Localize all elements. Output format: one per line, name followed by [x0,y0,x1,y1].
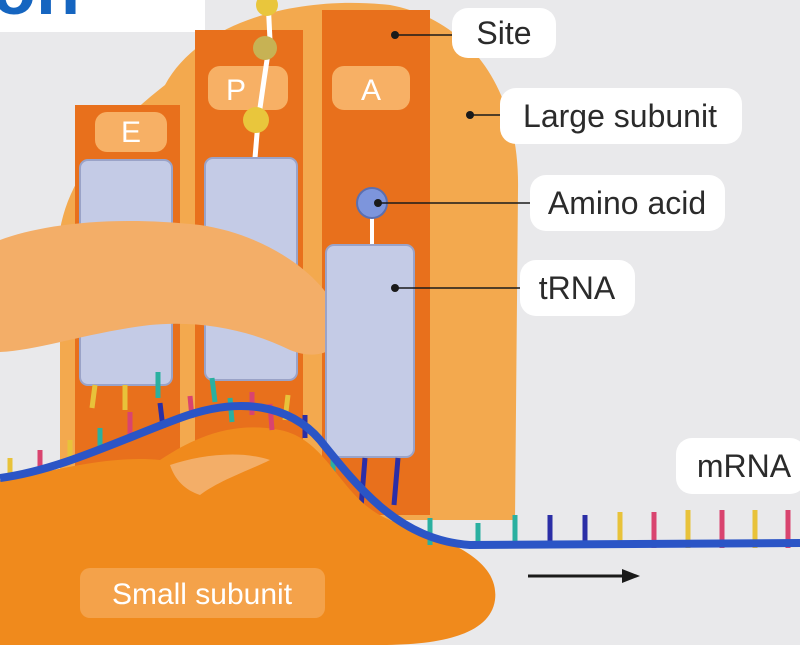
mrna-label: mRNA [697,448,792,484]
callout-trna: tRNA [391,260,635,316]
title-fragment: on [0,0,205,32]
small-subunit-label-box: Small subunit [80,568,325,618]
trna-a [325,244,415,458]
large-subunit-label: Large subunit [523,98,717,134]
subunit-arm [0,220,341,355]
title-fragment-text: on [0,0,80,30]
callout-mrna: mRNA [676,438,800,494]
site-label-p: P [226,74,246,107]
callout-large-subunit: Large subunit [466,88,742,144]
site-label-a: A [361,74,381,107]
amino-acid-label: Amino acid [548,185,706,221]
site-badge-e: E [95,112,167,152]
arrow-right-icon [528,569,640,583]
trna-label: tRNA [539,270,616,306]
site-badge-p: P [208,66,288,110]
callout-amino-acid: Amino acid [374,175,725,231]
site-label-e: E [121,116,141,149]
polypeptide-chain [243,0,278,159]
small-subunit-label: Small subunit [112,578,293,611]
site-label: Site [476,15,531,51]
mrna-strand [0,402,800,550]
site-badge-a: A [332,66,410,110]
callout-site: Site [391,8,556,58]
